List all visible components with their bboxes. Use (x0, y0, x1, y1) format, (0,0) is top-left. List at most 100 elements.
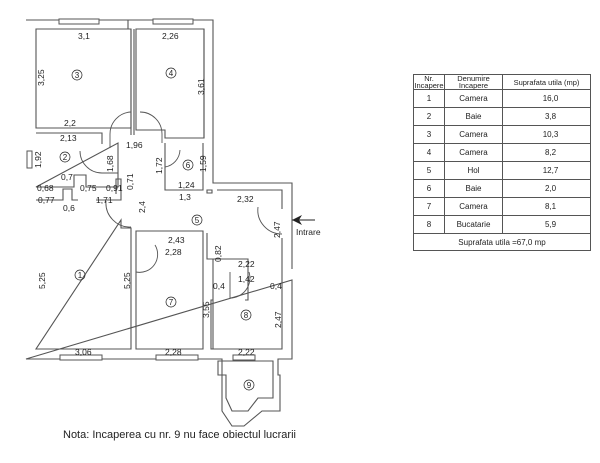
entry-marker: Intrare (292, 215, 321, 237)
svg-text:6: 6 (186, 161, 191, 170)
window (232, 354, 256, 361)
dim-r2-d: 0,91 (106, 183, 123, 193)
dimension-labels: 3,1 3,25 2,2 2,26 3,61 2,13 1,92 1,68 0,… (33, 31, 283, 357)
cell-area: 12,7 (502, 161, 591, 180)
door-swing (135, 244, 159, 273)
window (58, 18, 100, 25)
dim-r2-top: 2,13 (60, 133, 77, 143)
footnote: Nota: Incaperea cu nr. 9 nu face obiectu… (63, 429, 296, 441)
dim-r4-top: 2,26 (162, 31, 179, 41)
room-marker-2: 2 (59, 151, 71, 163)
walls (25, 19, 293, 427)
dim-r2-left: 1,92 (33, 151, 43, 168)
room-marker-5: 5 (191, 214, 203, 226)
dim-r1-c: 1,71 (96, 195, 113, 205)
cell-nr: 5 (413, 161, 445, 180)
svg-text:9: 9 (247, 381, 252, 390)
door-swing (257, 206, 283, 235)
room-marker-1: 1 (74, 269, 86, 281)
svg-text:3: 3 (75, 71, 80, 80)
dim-r1-left: 5,25 (37, 272, 47, 289)
cell-nr: 3 (413, 125, 445, 144)
room-marker-6: 6 (182, 159, 194, 171)
window (59, 354, 103, 361)
room-marker-7: 7 (165, 296, 177, 308)
dim-r2-a: 0,7 (61, 172, 73, 182)
cell-name: Baie (444, 179, 503, 198)
cell-nr: 1 (413, 89, 445, 108)
dim-r2-door: 1,68 (105, 155, 115, 172)
entry-label: Intrare (296, 227, 321, 237)
dim-r6-right: 1,59 (198, 155, 208, 172)
dim-r1-bottom: 3,06 (75, 347, 92, 357)
dim-r3-left: 3,25 (36, 69, 46, 86)
svg-text:2: 2 (63, 153, 68, 162)
dim-r3-top: 3,1 (78, 31, 90, 41)
cell-area: 8,1 (502, 197, 591, 216)
door-swing (109, 111, 132, 148)
dim-r2-b: 0,68 (37, 183, 54, 193)
dim-r8-right: 2,47 (273, 311, 283, 328)
cell-name: Hol (444, 161, 503, 180)
header-nr: Nr.Incapere (413, 74, 445, 90)
dim-hall-c: 2,32 (237, 194, 254, 204)
dim-r4-right: 3,61 (196, 78, 206, 95)
door-swing (139, 111, 163, 143)
dim-hall-d: 2,4 (137, 201, 147, 213)
door-swing (229, 271, 251, 299)
room-marker-4: 4 (165, 67, 177, 79)
dim-r6-left: 1,72 (154, 157, 164, 174)
cell-name: Camera (444, 125, 503, 144)
cell-name: Bucatarie (444, 215, 503, 234)
dim-r7-bottom: 2,28 (165, 347, 182, 357)
dim-r7-top: 2,28 (165, 247, 182, 257)
room-marker-8: 8 (240, 309, 252, 321)
room-marker-3: 3 (71, 69, 83, 81)
cell-nr: 6 (413, 179, 445, 198)
dim-hall-f: 0,82 (213, 245, 223, 262)
dim-r8-r: 0,4 (270, 281, 282, 291)
dim-hall-a: 1,96 (126, 140, 143, 150)
dim-entry-side: 2,47 (272, 221, 282, 238)
window (26, 150, 33, 169)
cell-area: 3,8 (502, 107, 591, 126)
dim-r2-c: 0,75 (80, 183, 97, 193)
total-area: Suprafata utila =67,0 mp (413, 233, 591, 251)
door-swing (164, 149, 181, 168)
dim-r3-bottom: 2,2 (64, 118, 76, 128)
door-swing (105, 200, 132, 228)
cell-nr: 4 (413, 143, 445, 162)
dim-hall-b: 1,3 (179, 192, 191, 202)
svg-text:7: 7 (169, 298, 174, 307)
dim-r1-a: 0,77 (38, 195, 55, 205)
cell-nr: 8 (413, 215, 445, 234)
dim-r8-l: 0,4 (213, 281, 225, 291)
room-markers: 1 2 3 4 5 6 7 8 9 (59, 67, 255, 391)
window (152, 18, 194, 25)
cell-area: 8,2 (502, 143, 591, 162)
arrow-head-icon (292, 215, 302, 225)
cell-area: 2,0 (502, 179, 591, 198)
dim-hall-e: 2,43 (168, 235, 185, 245)
room-marker-9: 9 (243, 379, 255, 391)
windows (26, 18, 256, 361)
dim-r2-e: 0,71 (125, 173, 135, 190)
svg-text:1: 1 (78, 271, 83, 280)
cell-name: Camera (444, 89, 503, 108)
dim-r8-top: 2,22 (238, 259, 255, 269)
window (155, 354, 199, 361)
cell-name: Camera (444, 143, 503, 162)
table-total-row: Suprafata utila =67,0 mp (413, 233, 591, 251)
